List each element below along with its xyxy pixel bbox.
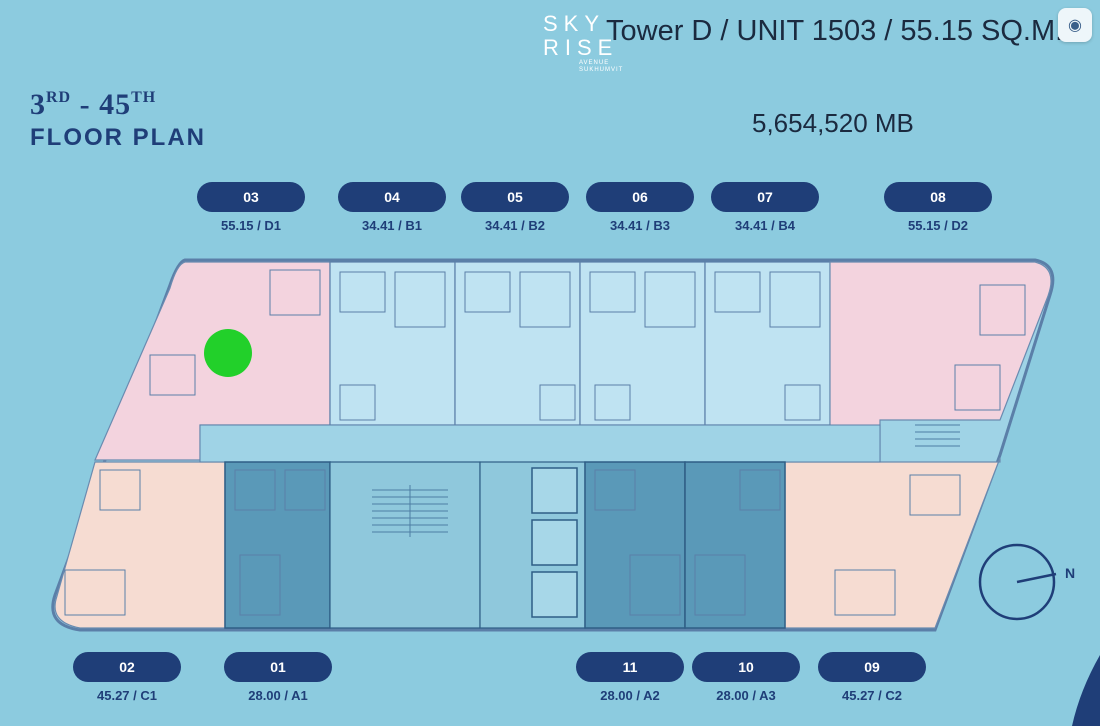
unit-spec-06: 34.41 / B3 — [610, 218, 670, 233]
unit-spec-02: 45.27 / C1 — [97, 688, 157, 703]
floor-plan-label: FLOOR PLAN — [30, 124, 206, 151]
unit-badge-11: 11 — [576, 652, 684, 682]
image-search-icon[interactable]: ◉ — [1058, 8, 1092, 42]
unit-badge-10: 10 — [692, 652, 800, 682]
unit-spec-04: 34.41 / B1 — [362, 218, 422, 233]
unit-10-area — [684, 461, 786, 629]
unit-badge-08: 08 — [884, 182, 992, 212]
unit-badge-09: 09 — [818, 652, 926, 682]
corridor — [199, 424, 881, 463]
unit-spec-03: 55.15 / D1 — [221, 218, 281, 233]
floor-range: 3RD - 45TH — [30, 88, 157, 121]
price: 5,654,520 MB — [752, 108, 914, 138]
decorative-curve — [1072, 655, 1100, 726]
unit-badge-04: 04 — [338, 182, 446, 212]
compass-north-label: N — [1065, 565, 1076, 581]
unit-01-area — [224, 461, 331, 629]
lift-boxes — [531, 467, 578, 618]
unit-info: Tower D / UNIT 1503 / 55.15 SQ.M. — [606, 15, 1064, 47]
room-dividers — [64, 269, 1026, 616]
unit-badge-06: 06 — [586, 182, 694, 212]
unit-04-area — [329, 261, 456, 426]
skyrise-logo: SKY RISE AVENUE SUKHUMVIT — [543, 11, 624, 74]
unit-spec-08: 55.15 / D2 — [908, 218, 968, 233]
unit-badge-02: 02 — [73, 652, 181, 682]
unit-07-area — [704, 261, 831, 426]
unit-spec-07: 34.41 / B4 — [735, 218, 795, 233]
unit-badge-03: 03 — [197, 182, 305, 212]
unit-spec-11: 28.00 / A2 — [600, 688, 660, 703]
unit-spec-01: 28.00 / A1 — [248, 688, 308, 703]
floor-range-title: 3RD - 45TH FLOOR PLAN — [30, 88, 206, 152]
compass-drawing — [978, 543, 1057, 621]
unit-05-area — [454, 261, 581, 426]
unit-badge-07: 07 — [711, 182, 819, 212]
unit-spec-10: 28.00 / A3 — [716, 688, 776, 703]
unit-spec-09: 45.27 / C2 — [842, 688, 902, 703]
selected-unit-marker — [204, 329, 252, 377]
unit-spec-05: 34.41 / B2 — [485, 218, 545, 233]
unit-badge-01: 01 — [224, 652, 332, 682]
unit-badge-05: 05 — [461, 182, 569, 212]
unit-02-area — [54, 461, 226, 629]
core-stair-area — [329, 461, 481, 629]
unit-06-area — [579, 261, 706, 426]
unit-09-area — [784, 457, 1001, 629]
stair-lines — [372, 424, 960, 537]
